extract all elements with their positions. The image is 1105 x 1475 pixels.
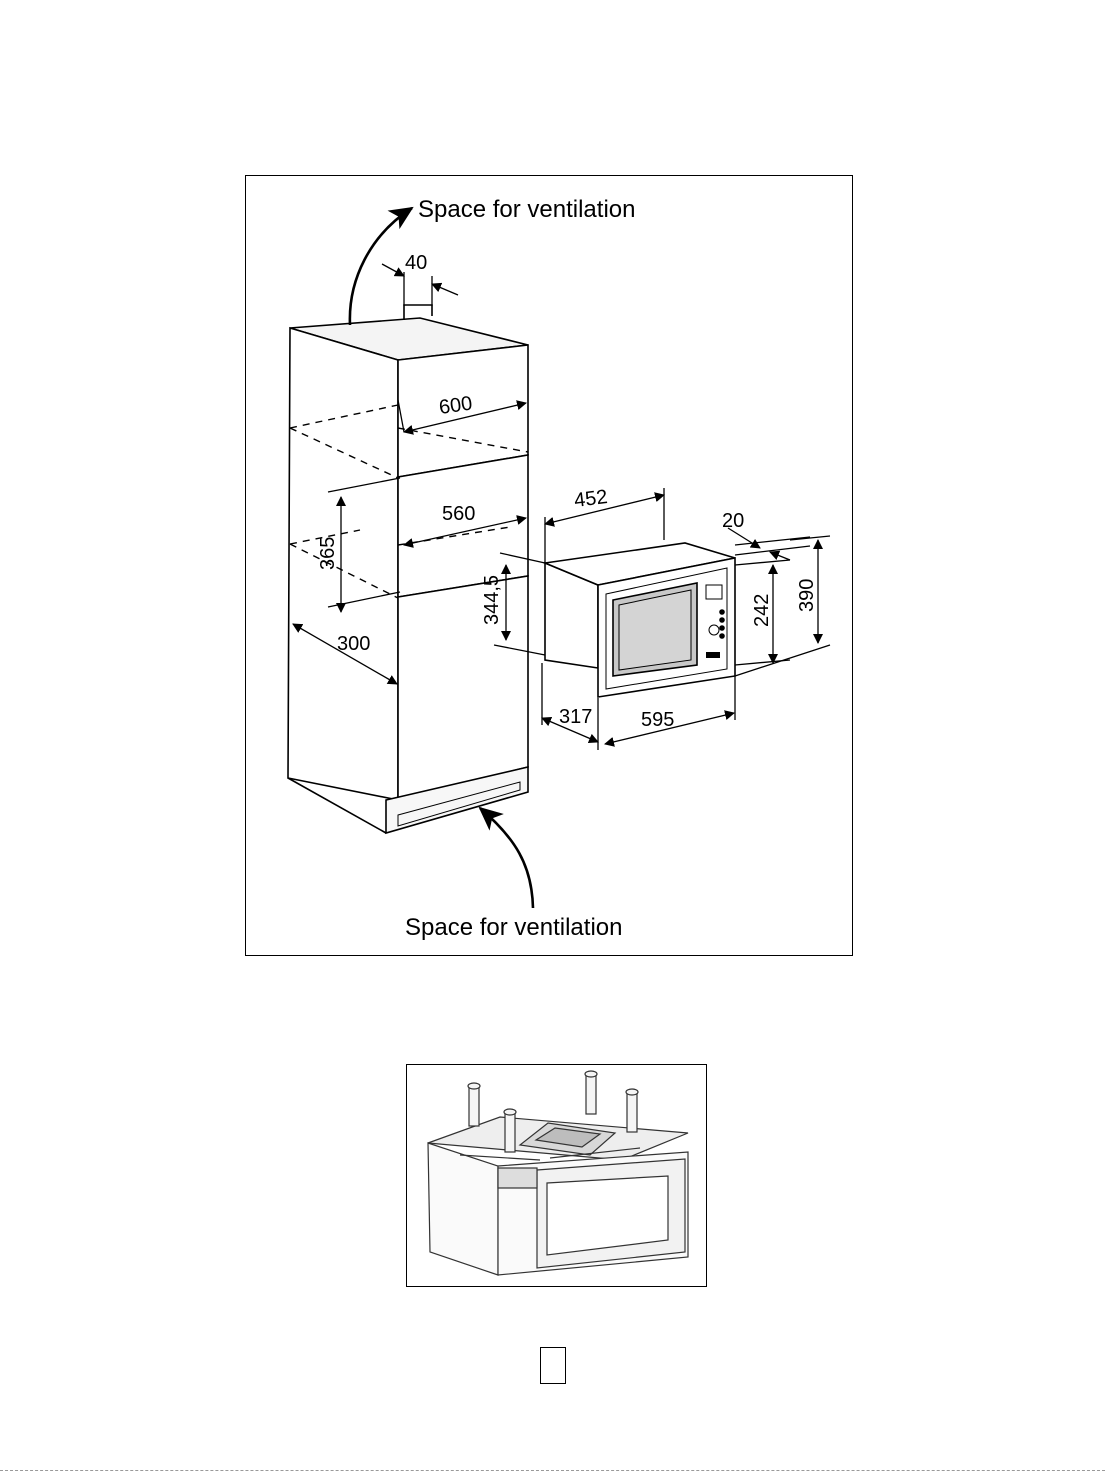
dim-390: 390: [796, 579, 818, 612]
dim-40: 40: [405, 252, 427, 274]
dim-595: 595: [641, 709, 674, 731]
dim-242: 242: [751, 594, 773, 627]
microwave-oven: [545, 543, 735, 697]
dim-300: 300: [337, 633, 370, 655]
mounting-foot-4: [627, 1092, 637, 1132]
ventilation-arrow-top: [350, 208, 412, 325]
dim-600: 600: [438, 393, 474, 419]
dim-452: 452: [573, 486, 609, 512]
dim-344-5: 344,5: [481, 575, 503, 625]
ventilation-arrow-bottom: [480, 808, 533, 908]
mounting-foot-1: [469, 1086, 479, 1126]
dim-20: 20: [722, 510, 744, 532]
ventilation-label-bottom: Space for ventilation: [405, 914, 622, 941]
ventilation-label-top: Space for ventilation: [418, 196, 635, 223]
mounting-foot-3: [586, 1074, 596, 1114]
mounting-foot-2: [505, 1112, 515, 1152]
dim-365: 365: [317, 537, 339, 570]
microwave-with-mounting-feet: [428, 1117, 688, 1275]
dim-317: 317: [559, 706, 592, 728]
dim-560: 560: [442, 503, 475, 525]
